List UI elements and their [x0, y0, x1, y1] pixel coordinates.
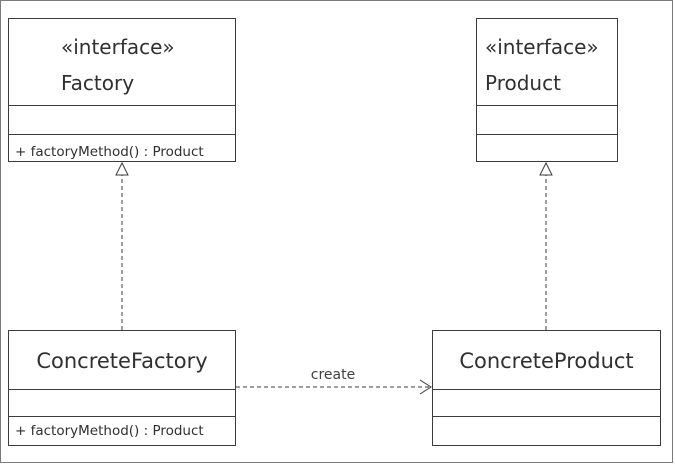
concrete-product-header: ConcreteProduct	[433, 331, 660, 390]
create-dependency-arrowhead	[419, 379, 432, 395]
product-name: Product	[485, 71, 561, 95]
concrete-product-attributes	[433, 390, 660, 417]
factory-operations: + factoryMethod() : Product	[9, 135, 235, 161]
factory-stereotype: «interface»	[61, 35, 175, 59]
product-class-box[interactable]: «interface» Product	[476, 18, 618, 162]
product-realization-arrowhead	[539, 161, 553, 176]
product-attributes	[477, 106, 617, 135]
concrete-factory-operation: + factoryMethod() : Product	[15, 423, 204, 439]
factory-realization-arrowhead	[115, 161, 129, 176]
concrete-factory-operations: + factoryMethod() : Product	[9, 417, 235, 445]
factory-operation: + factoryMethod() : Product	[15, 144, 204, 160]
concrete-product-name: ConcreteProduct	[459, 349, 634, 373]
concrete-product-class-box[interactable]: ConcreteProduct	[432, 330, 661, 446]
concrete-factory-attributes	[9, 390, 235, 417]
create-label: create	[311, 367, 355, 383]
factory-class-box[interactable]: «interface» Factory + factoryMethod() : …	[8, 18, 236, 162]
product-header: «interface» Product	[477, 19, 617, 106]
factory-name: Factory	[61, 71, 135, 95]
factory-attributes	[9, 106, 235, 135]
concrete-factory-name: ConcreteFactory	[36, 349, 208, 373]
factory-header: «interface» Factory	[9, 19, 235, 106]
concrete-factory-header: ConcreteFactory	[9, 331, 235, 390]
product-stereotype: «interface»	[485, 35, 599, 59]
concrete-factory-class-box[interactable]: ConcreteFactory + factoryMethod() : Prod…	[8, 330, 236, 446]
